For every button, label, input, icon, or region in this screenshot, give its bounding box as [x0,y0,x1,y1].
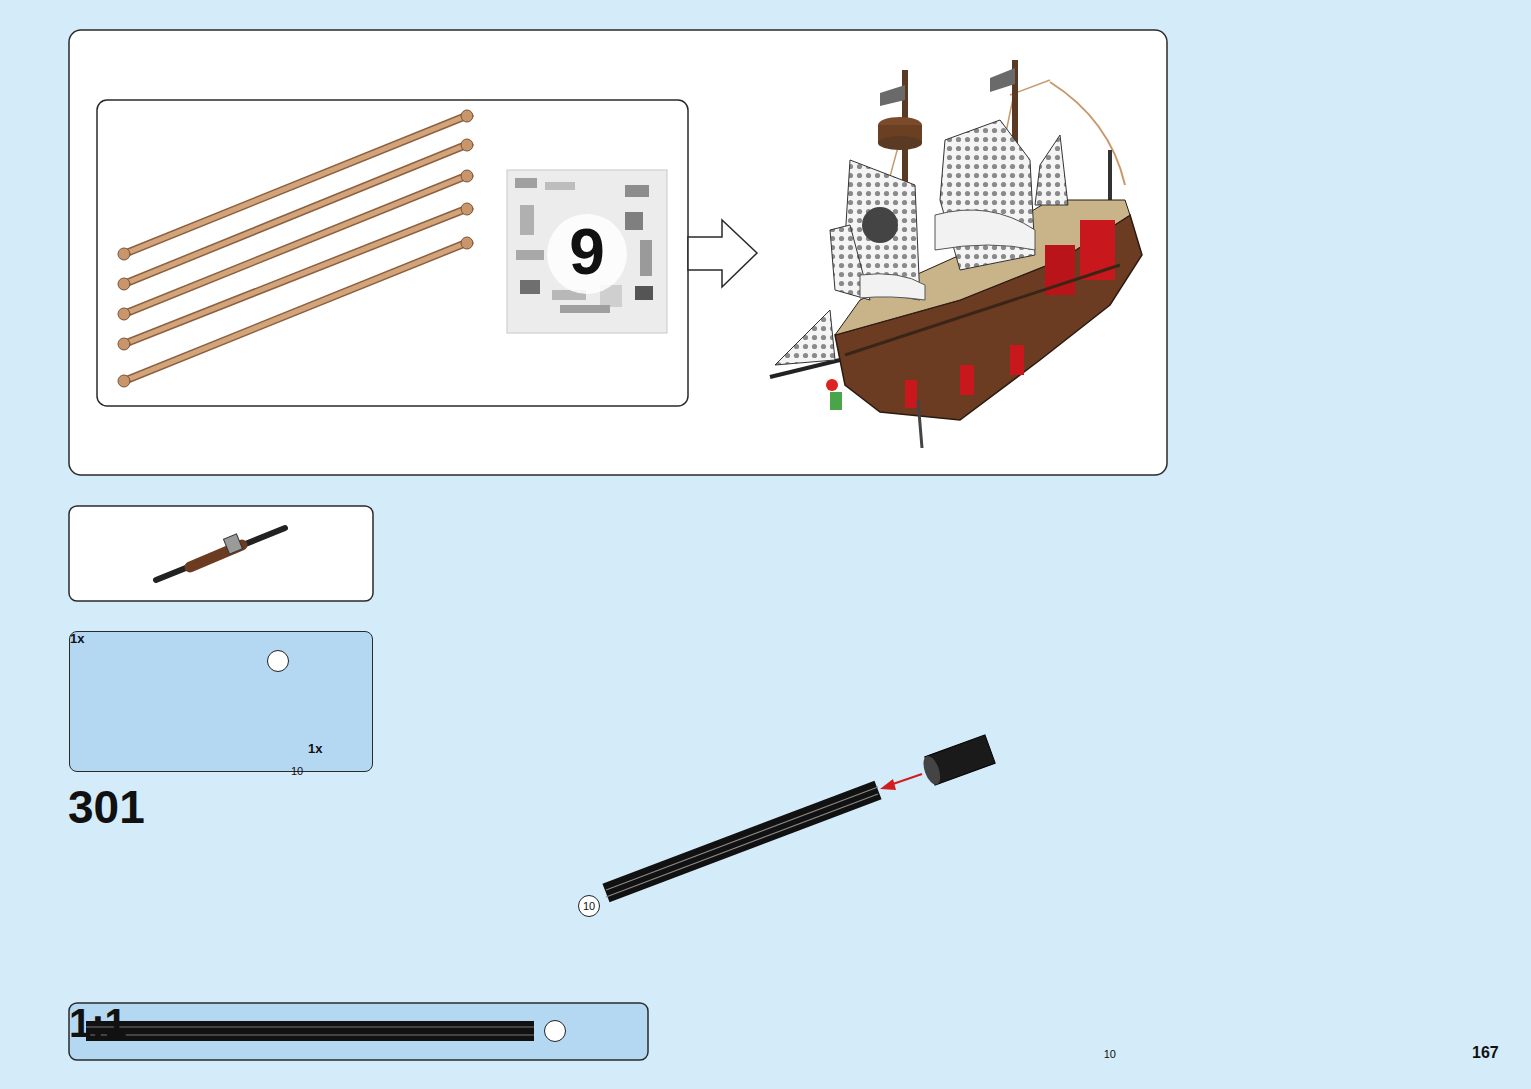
parts-list-box: 10 1x 1x [69,631,373,772]
callout-number: 10 [267,650,289,672]
pirate-ship-model [770,60,1142,448]
scale-label: 1:1 [69,1003,127,1043]
callout-text: 10 [1104,1049,1116,1060]
callout-text: 10 [291,766,303,777]
bag-number-text: 9 [569,220,605,284]
assembly-art [606,735,995,897]
progress-arrow [688,220,757,287]
quantity: 1x [308,742,322,755]
bag-number: 9 [507,170,667,333]
step-number: 301 [68,784,145,830]
page-number: 167 [1472,1045,1499,1061]
callout-text: 10 [583,901,595,912]
parts-bag [507,170,667,333]
scale-box: 10 1:1 [69,1003,648,1060]
quantity: 1x [70,632,84,645]
callout-number: 10 [544,1020,566,1042]
step-panel [69,30,1167,475]
rope-rods [118,110,473,387]
scale-bar-art [69,1003,648,1060]
submodel-preview-box [69,506,373,601]
bag-panel [97,100,688,406]
axle-preview [156,528,285,580]
callout-number: 10 [578,895,600,917]
